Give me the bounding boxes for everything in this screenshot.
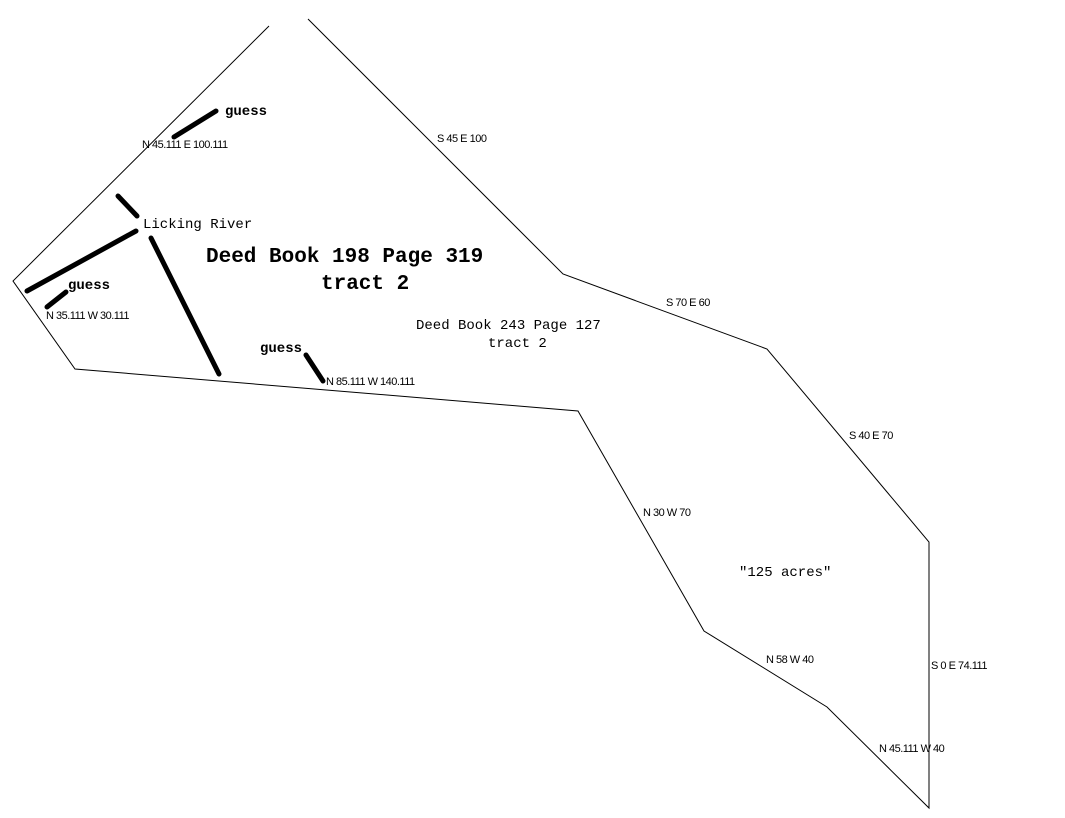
acreage-label: "125 acres" [739, 565, 832, 581]
guess-label: guess [260, 341, 303, 357]
guess-pointer-left [44, 289, 69, 310]
call-label: S 0 E 74.111 [931, 660, 987, 672]
call-label: N 30 W 70 [643, 507, 691, 519]
main-tract-sub: tract 2 [321, 273, 410, 296]
river-label: Licking River [143, 217, 253, 233]
river-bank-long [148, 235, 222, 377]
tract-boundary [12, 18, 930, 810]
guess-label: guess [225, 104, 268, 120]
guess-pointer-top [171, 108, 219, 140]
call-label: N 45.111 W 40 [879, 743, 945, 755]
river-bank-left [24, 228, 139, 294]
main-tract-title: Deed Book 198 Page 319 [206, 246, 484, 269]
river-bank-short [115, 193, 140, 219]
call-label: S 45 E 100 [437, 133, 487, 145]
call-label: S 70 E 60 [666, 297, 710, 309]
call-label: N 85.111 W 140.111 [326, 376, 415, 388]
call-label: N 45.111 E 100.111 [142, 139, 228, 151]
guess-label: guess [68, 278, 111, 294]
call-label: S 40 E 70 [849, 430, 893, 442]
call-label: N 35.111 W 30.111 [46, 310, 130, 322]
guess-pointer-bottom [303, 352, 326, 384]
call-label: N 58 W 40 [766, 654, 814, 666]
second-tract-title: Deed Book 243 Page 127 [416, 318, 601, 334]
second-tract-sub: tract 2 [488, 336, 547, 352]
